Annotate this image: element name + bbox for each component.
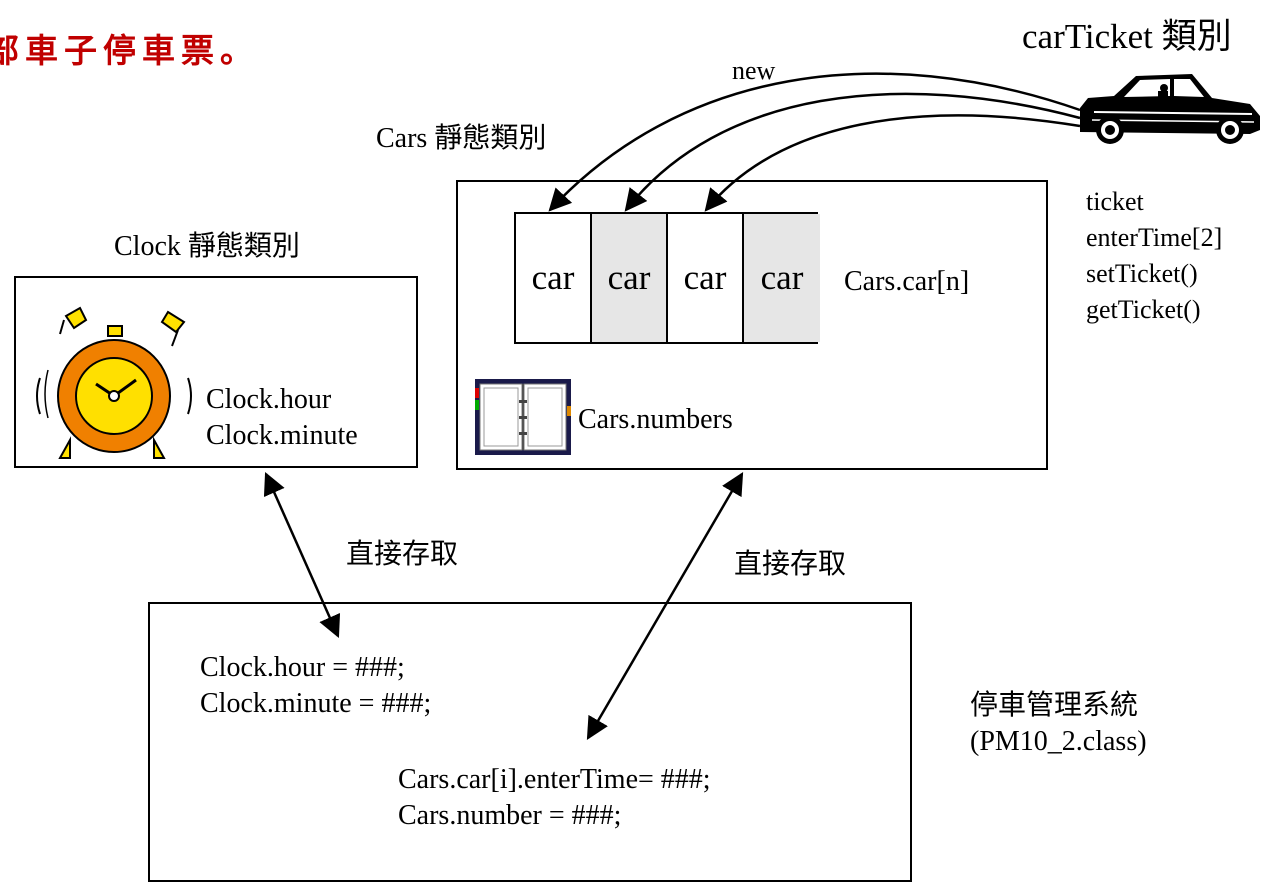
cars-numbers-label: Cars.numbers xyxy=(578,404,733,435)
car-array-label: Cars.car[n] xyxy=(844,266,970,297)
cars-assignments: Cars.car[i].enterTime= ###; Cars.number … xyxy=(398,762,711,834)
system-label: 停車管理系統 (PM10_2.class) xyxy=(970,688,1147,760)
notebook-icon xyxy=(475,379,571,455)
car-cell: car xyxy=(668,214,744,342)
member-ticket: ticket xyxy=(1086,187,1144,216)
system-class: (PM10_2.class) xyxy=(970,726,1147,757)
assign-clock-minute: Clock.minute = ###; xyxy=(200,688,432,719)
access-label-right: 直接存取 xyxy=(734,549,847,580)
clock-fields: Clock.hour Clock.minute xyxy=(206,382,358,454)
slide-title: 部車子停車票。 xyxy=(0,31,259,70)
new-label: new xyxy=(732,56,776,85)
cars-class-label: Cars 靜態類別 xyxy=(376,123,547,154)
access-label-left: 直接存取 xyxy=(346,539,459,570)
car-array: car car car car xyxy=(514,212,820,344)
car-cell: car xyxy=(744,214,820,342)
member-getticket: getTicket() xyxy=(1086,295,1201,324)
main-system-box: Clock.hour = ###; Clock.minute = ###; Ca… xyxy=(148,602,912,882)
clock-class-label: Clock 靜態類別 xyxy=(114,231,300,262)
assign-car-entertime: Cars.car[i].enterTime= ###; xyxy=(398,764,711,795)
alarm-clock-icon xyxy=(36,306,192,459)
carticket-label: carTicket 類別 xyxy=(1022,17,1232,56)
clock-minute-field: Clock.minute xyxy=(206,420,358,451)
member-entertime: enterTime[2] xyxy=(1086,223,1223,252)
assign-clock-hour: Clock.hour = ###; xyxy=(200,652,405,683)
cars-box: car car car car Cars.car[n] Cars.numbers xyxy=(456,180,1048,470)
member-setticket: setTicket() xyxy=(1086,259,1198,288)
clock-assignments: Clock.hour = ###; Clock.minute = ###; xyxy=(200,650,431,722)
clock-hour-field: Clock.hour xyxy=(206,384,332,415)
car-icon xyxy=(1080,74,1260,144)
clock-box: Clock.hour Clock.minute xyxy=(14,276,418,468)
system-name: 停車管理系統 xyxy=(970,690,1139,721)
car-cell: car xyxy=(516,214,592,342)
assign-cars-number: Cars.number = ###; xyxy=(398,800,622,831)
carticket-members: ticket enterTime[2] setTicket() getTicke… xyxy=(1086,184,1222,328)
car-cell: car xyxy=(592,214,668,342)
